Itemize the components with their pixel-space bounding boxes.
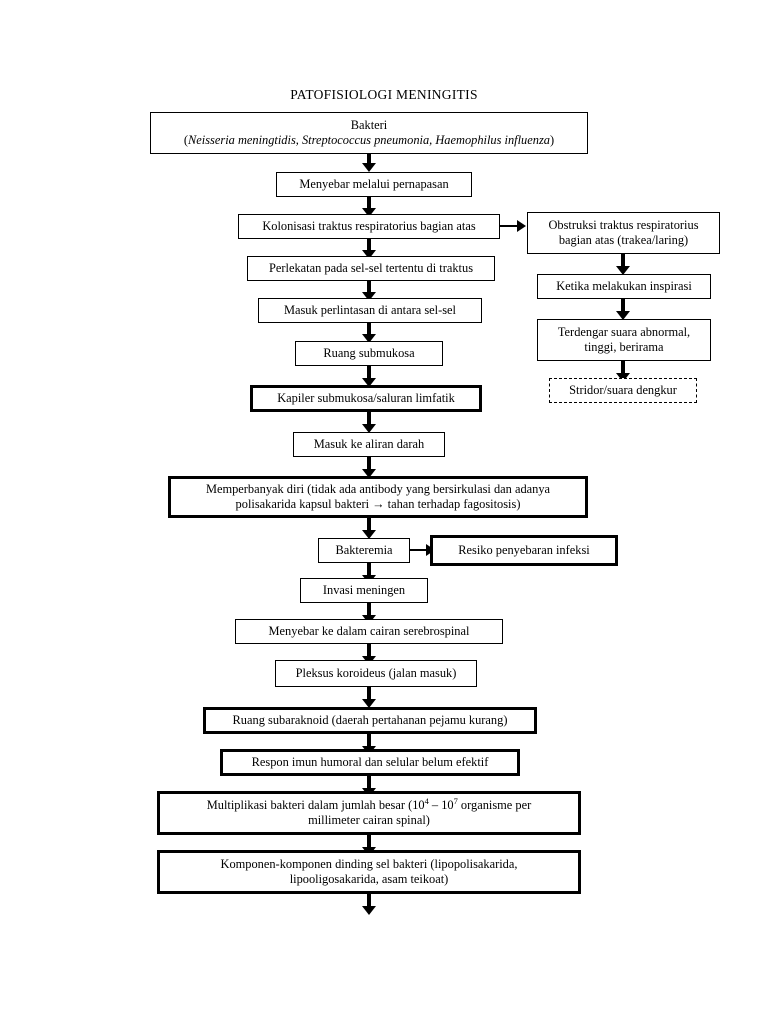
node-multiplikasi-line1: Multiplikasi bakteri dalam jumlah besar …	[206, 795, 532, 812]
node-stridor-label: Stridor/suara dengkur	[569, 382, 677, 397]
node-ruang-subaraknoid-label: Ruang subaraknoid (daerah pertahanan pej…	[232, 712, 508, 727]
node-obstruksi: Obstruksi traktus respiratorius bagian a…	[527, 212, 720, 254]
node-suara-abnormal-line2: tinggi, berirama	[584, 340, 664, 354]
node-respon-imun: Respon imun humoral dan selular belum ef…	[220, 749, 520, 776]
node-komponen-dinding: Komponen-komponen dinding sel bakteri (l…	[157, 850, 581, 894]
node-kapiler-submukosa: Kapiler submukosa/saluran limfatik	[250, 385, 482, 412]
node-ruang-subaraknoid: Ruang subaraknoid (daerah pertahanan pej…	[203, 707, 537, 734]
node-suara-abnormal: Terdengar suara abnormal, tinggi, berira…	[537, 319, 711, 361]
node-stridor: Stridor/suara dengkur	[549, 378, 697, 403]
node-komponen-dinding-line1: Komponen-komponen dinding sel bakteri (l…	[220, 856, 518, 871]
node-resiko-penyebaran-label: Resiko penyebaran infeksi	[458, 542, 590, 557]
node-masuk-perlintasan-label: Masuk perlintasan di antara sel-sel	[283, 302, 457, 317]
node-masuk-perlintasan: Masuk perlintasan di antara sel-sel	[258, 298, 482, 323]
node-obstruksi-line2: bagian atas (trakea/laring)	[558, 233, 689, 247]
node-memperbanyak-line2: polisakarida kapsul bakteri → tahan terh…	[235, 497, 521, 511]
node-kolonisasi: Kolonisasi traktus respiratorius bagian …	[238, 214, 500, 239]
node-memperbanyak-line1: Memperbanyak diri (tidak ada antibody ya…	[205, 481, 551, 496]
node-aliran-darah: Masuk ke aliran darah	[293, 432, 445, 457]
node-suara-abnormal-line1: Terdengar suara abnormal,	[557, 324, 691, 339]
node-memperbanyak-diri: Memperbanyak diri (tidak ada antibody ya…	[168, 476, 588, 518]
node-perlekatan: Perlekatan pada sel-sel tertentu di trak…	[247, 256, 495, 281]
exponent-7: 7	[453, 795, 458, 806]
node-multiplikasi: Multiplikasi bakteri dalam jumlah besar …	[157, 791, 581, 835]
node-bakteri-line1: Bakteri	[350, 117, 388, 132]
node-bakteremia-label: Bakteremia	[335, 542, 393, 557]
node-resiko-penyebaran-infeksi: Resiko penyebaran infeksi	[430, 535, 618, 566]
node-ruang-submukosa: Ruang submukosa	[295, 341, 443, 366]
node-menyebar-pernapasan: Menyebar melalui pernapasan	[276, 172, 472, 197]
page-title: PATOFISIOLOGI MENINGITIS	[290, 87, 478, 102]
node-inspirasi-label: Ketika melakukan inspirasi	[556, 278, 692, 293]
node-cairan-serebrospinal: Menyebar ke dalam cairan serebrospinal	[235, 619, 503, 644]
node-aliran-darah-label: Masuk ke aliran darah	[313, 436, 425, 451]
exponent-4: 4	[424, 795, 429, 806]
node-menyebar-pernapasan-label: Menyebar melalui pernapasan	[299, 176, 449, 191]
node-invasi-meningen: Invasi meningen	[300, 578, 428, 603]
node-invasi-meningen-label: Invasi meningen	[322, 582, 406, 597]
node-bakteremia: Bakteremia	[318, 538, 410, 563]
node-ruang-submukosa-label: Ruang submukosa	[323, 345, 415, 360]
species-names: Neisseria meningtidis, Streptococcus pne…	[188, 133, 550, 147]
node-cairan-serebrospinal-label: Menyebar ke dalam cairan serebrospinal	[268, 623, 470, 638]
node-kolonisasi-label: Kolonisasi traktus respiratorius bagian …	[262, 218, 476, 233]
node-pleksus-koroideus-label: Pleksus koroideus (jalan masuk)	[295, 665, 457, 680]
node-respon-imun-label: Respon imun humoral dan selular belum ef…	[251, 754, 489, 769]
node-inspirasi: Ketika melakukan inspirasi	[537, 274, 711, 299]
node-komponen-dinding-line2: lipooligosakarida, asam teikoat)	[289, 872, 449, 886]
node-perlekatan-label: Perlekatan pada sel-sel tertentu di trak…	[268, 260, 474, 275]
node-multiplikasi-line2: millimeter cairan spinal)	[308, 813, 430, 827]
node-pleksus-koroideus: Pleksus koroideus (jalan masuk)	[275, 660, 477, 687]
node-kapiler-submukosa-label: Kapiler submukosa/saluran limfatik	[277, 390, 455, 405]
node-bakteri-line2: (Neisseria meningtidis, Streptococcus pn…	[183, 133, 555, 147]
node-bakteri: Bakteri (Neisseria meningtidis, Streptoc…	[150, 112, 588, 154]
node-obstruksi-line1: Obstruksi traktus respiratorius	[548, 217, 699, 232]
